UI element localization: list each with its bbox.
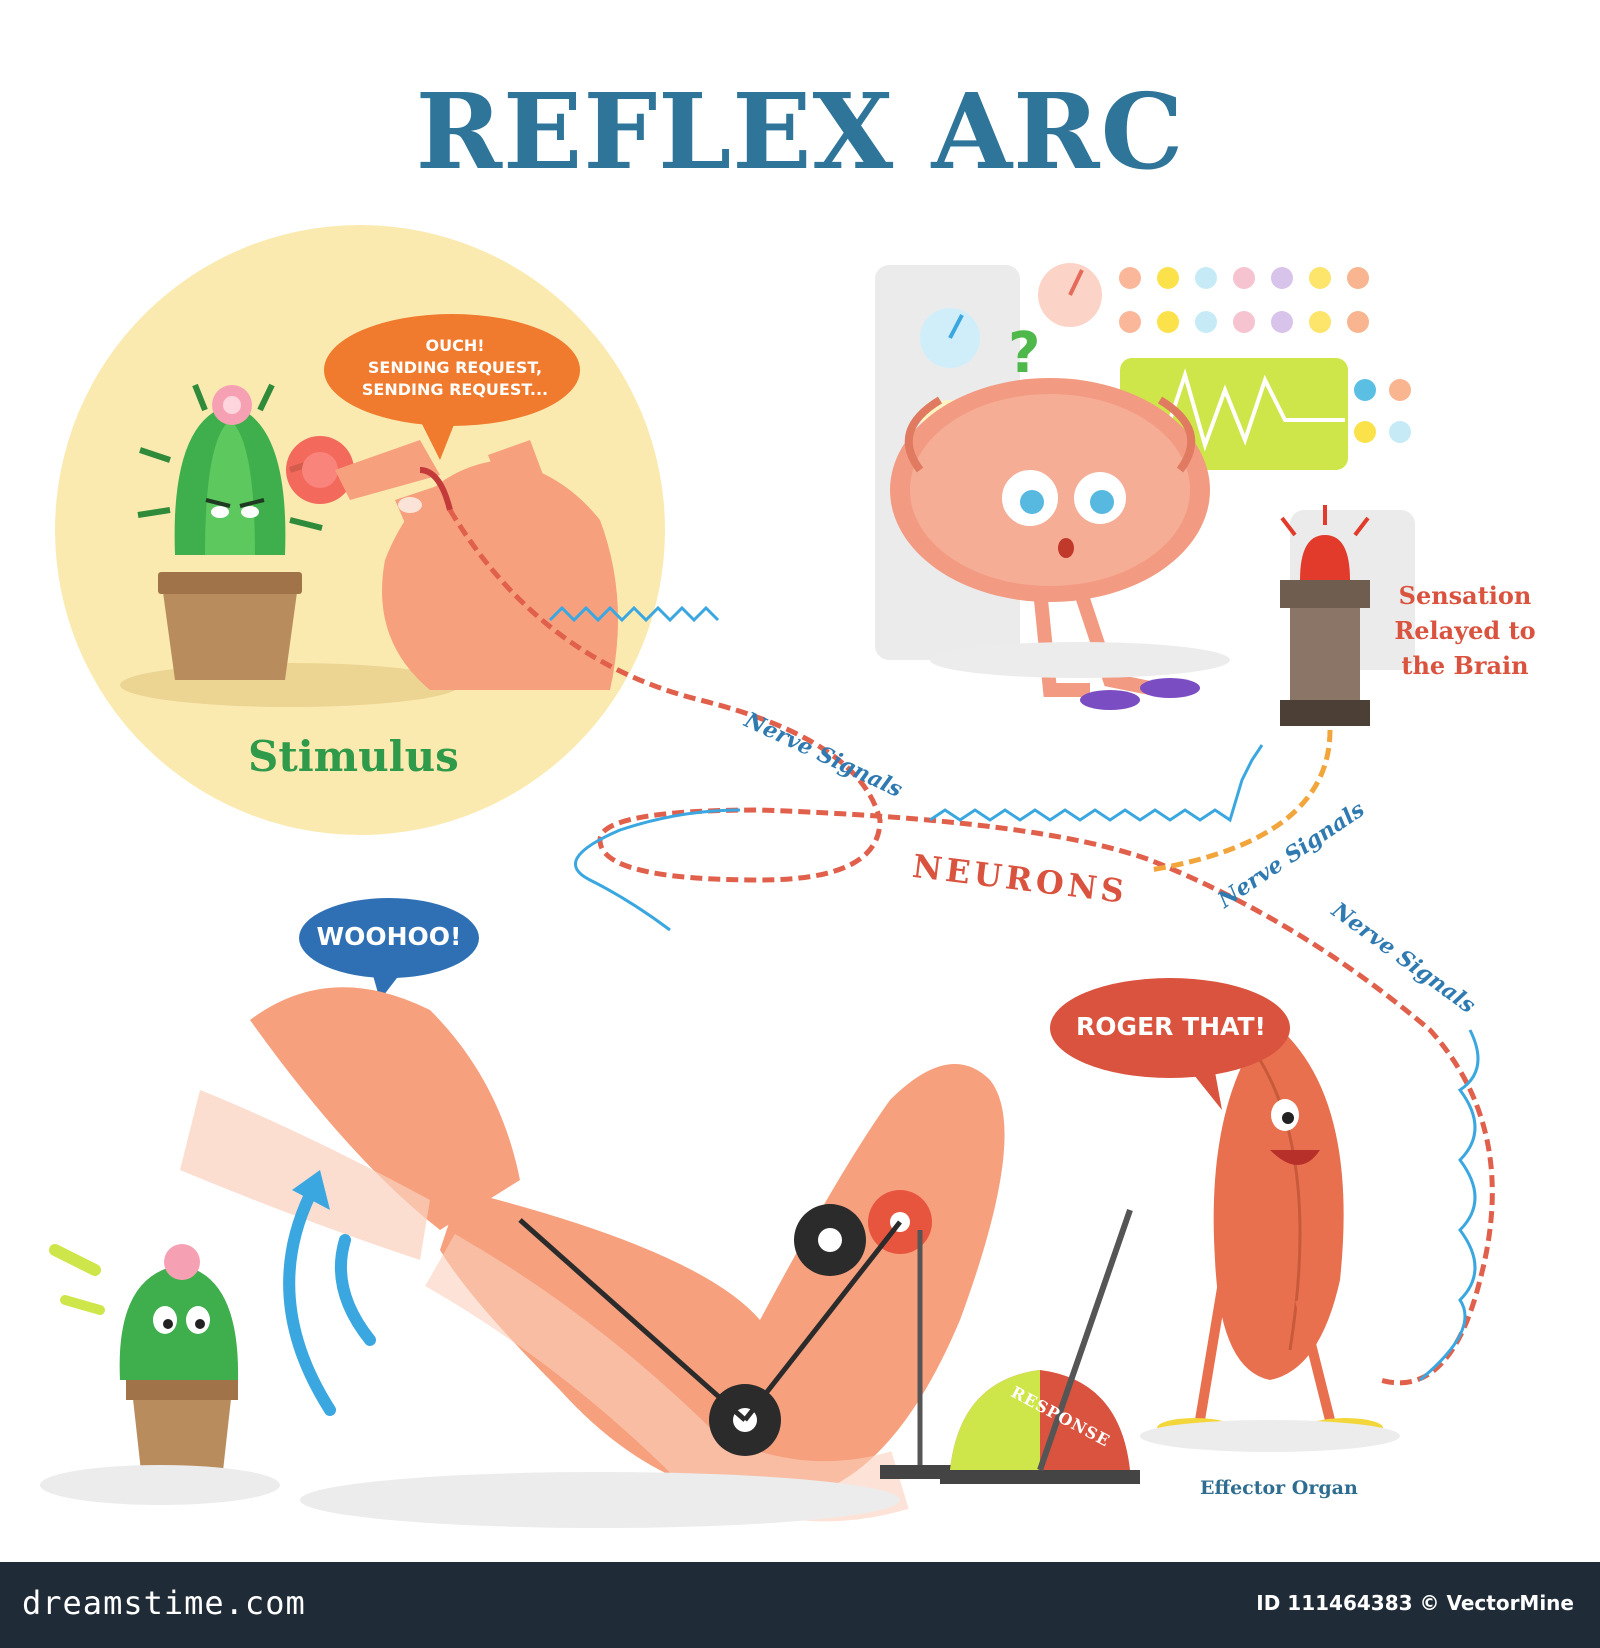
ouch-bubble [324, 314, 580, 460]
stimulus-label: Stimulus [248, 732, 459, 781]
indicator-dot [1347, 267, 1369, 289]
ouch-bubble-text: OUCH! SENDING REQUEST, SENDING REQUEST..… [330, 335, 580, 401]
indicator-dot [1347, 311, 1369, 333]
brain-icon: ? [890, 321, 1230, 710]
footer-credit: ID 111464383 © VectorMine [1256, 1591, 1574, 1615]
motion-arrows [283, 1189, 376, 1416]
sensation-line-1: Sensation [1398, 581, 1532, 610]
sensation-line-3: the Brain [1401, 651, 1529, 680]
sensation-label: Sensation Relayed to the Brain [1390, 578, 1540, 683]
indicator-dot [1389, 421, 1411, 443]
indicator-dot [1233, 267, 1255, 289]
ouch-line-1: OUCH! [425, 336, 485, 355]
indicator-dot [1271, 311, 1293, 333]
sensation-line-2: Relayed to [1394, 616, 1536, 645]
roger-bubble [1050, 978, 1290, 1110]
nerve-waves [548, 605, 1480, 1382]
footer-brand: dreamstime.com [22, 1584, 306, 1622]
roger-bubble-text: ROGER THAT! [1076, 1012, 1266, 1041]
indicator-dot [1195, 267, 1217, 289]
indicator-dots [1119, 267, 1411, 443]
indicator-dot [1309, 311, 1331, 333]
footer-bar [0, 1562, 1600, 1648]
indicator-dot [1119, 311, 1141, 333]
small-cactus-icon [49, 1244, 239, 1480]
indicator-dot [1309, 267, 1331, 289]
indicator-dot [1389, 379, 1411, 401]
response-lever [880, 1209, 1140, 1484]
indicator-dot [1157, 267, 1179, 289]
indicator-dot [1354, 421, 1376, 443]
cactus-icon [137, 383, 323, 680]
woohoo-bubble-text: WOOHOO! [316, 922, 462, 951]
ouch-line-2: SENDING REQUEST, [367, 358, 543, 377]
indicator-dot [1271, 267, 1293, 289]
page-title: REFLEX ARC [415, 70, 1185, 193]
indicator-dot [1195, 311, 1217, 333]
gear-icon [518, 1190, 932, 1456]
indicator-dot [1354, 379, 1376, 401]
indicator-dot [1233, 311, 1255, 333]
muscle-icon [1157, 1020, 1383, 1438]
effector-organ-label: Effector Organ [1200, 1477, 1358, 1499]
indicator-dot [1157, 311, 1179, 333]
svg-text:?: ? [1008, 321, 1040, 386]
ouch-line-3: SENDING REQUEST... [361, 380, 549, 399]
alarm-icon [1280, 505, 1370, 726]
indicator-dot [1119, 267, 1141, 289]
